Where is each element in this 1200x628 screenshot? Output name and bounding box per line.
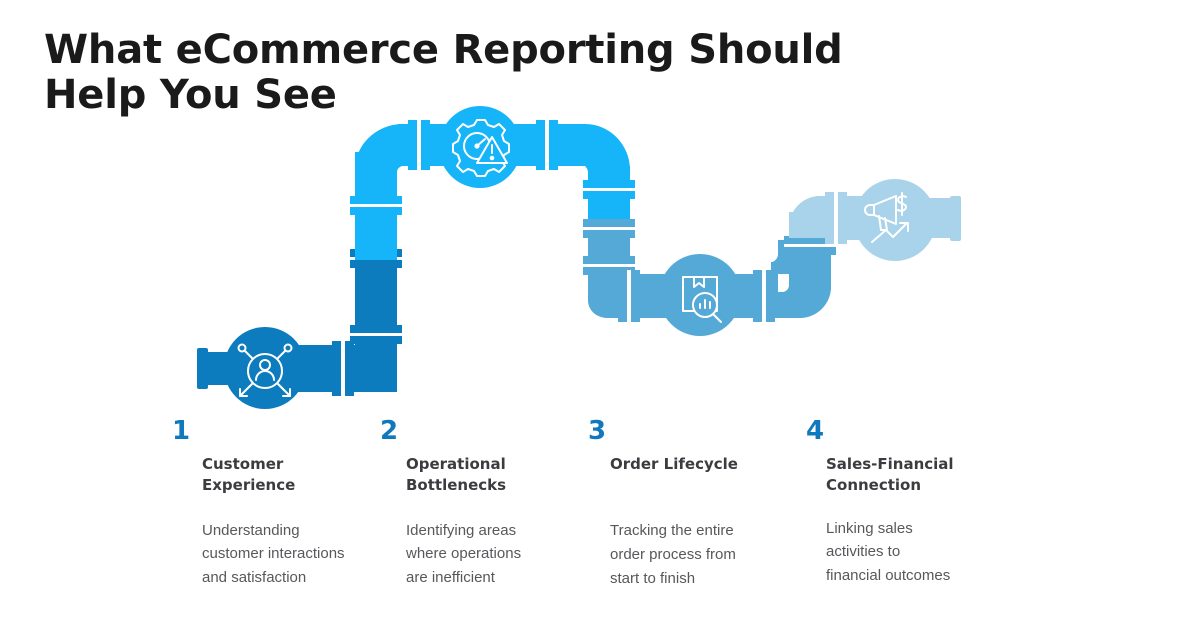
- step-content: Operational Bottlenecks Identifying area…: [380, 454, 588, 590]
- step-number: 3: [588, 416, 607, 446]
- step-number: 2: [380, 416, 399, 446]
- pipe-segment-dark: [197, 249, 402, 396]
- node-sales-financial: [854, 179, 936, 261]
- node-customer-experience: [224, 327, 306, 409]
- step-item-4: 4 Sales-Financial Connection Linking sal…: [806, 418, 1026, 618]
- steps-list: 1 Customer Experience Understanding cust…: [0, 418, 1200, 618]
- step-description: Tracking the entire order process from s…: [610, 522, 736, 587]
- step-content: Customer Experience Understanding custom…: [172, 454, 380, 590]
- node-order-lifecycle: [659, 254, 741, 336]
- step-item-3: 3 Order Lifecycle Tracking the entire or…: [588, 418, 806, 618]
- step-item-2: 2 Operational Bottlenecks Identifying ar…: [380, 418, 588, 618]
- customer-network-icon: [237, 343, 293, 397]
- step-number: 4: [806, 416, 825, 446]
- step-item-1: 1 Customer Experience Understanding cust…: [172, 418, 380, 618]
- step-content: Order Lifecycle Tracking the entire orde…: [588, 454, 806, 590]
- pipe-segment-medium: [583, 219, 836, 322]
- step-content: Sales-Financial Connection Linking sales…: [806, 454, 1026, 588]
- pipe-segment-light: [789, 192, 961, 244]
- pipe-segment-bright: [350, 120, 635, 260]
- gear-warning-icon: [452, 119, 510, 177]
- step-title: Operational Bottlenecks: [406, 455, 507, 495]
- step-description: Identifying areas where operations are i…: [406, 521, 522, 586]
- step-title: Customer Experience: [202, 455, 296, 495]
- step-description: Linking sales activities to financial ou…: [826, 519, 951, 584]
- megaphone-growth-icon: [864, 192, 909, 243]
- package-search-icon: [682, 276, 722, 323]
- page-title: What eCommerce Reporting Should Help You…: [44, 27, 843, 119]
- step-description: Understanding customer interactions and …: [202, 521, 345, 586]
- step-title: Sales-Financial Connection: [826, 455, 954, 495]
- step-number: 1: [172, 416, 191, 446]
- step-title: Order Lifecycle: [610, 455, 738, 473]
